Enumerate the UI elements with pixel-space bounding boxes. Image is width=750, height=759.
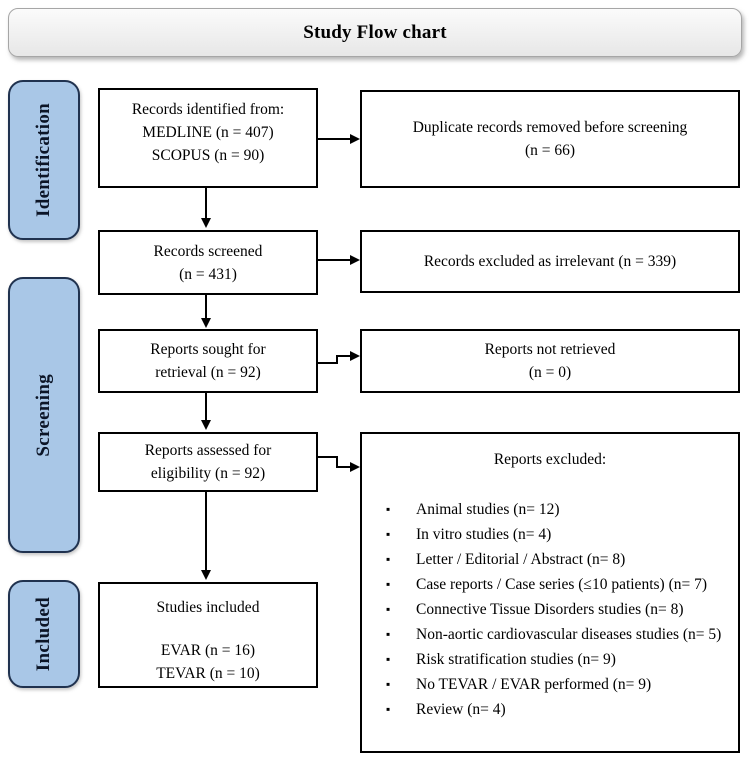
arrow-line [337, 466, 350, 468]
excluded-item-review: Review (n= 4) [376, 697, 724, 722]
stage-label-identification: Identification [8, 80, 80, 240]
stage-label-screening: Screening [8, 277, 80, 553]
arrow-line [317, 456, 338, 458]
arrow-head-down-icon [201, 570, 211, 580]
excluded-item-letter: Letter / Editorial / Abstract (n= 8) [376, 547, 724, 572]
reports-not-retrieved-line1: Reports not retrieved [484, 341, 616, 358]
box-reports-assessed: Reports assessed for eligibility (n = 92… [98, 432, 318, 492]
records-screened-line1: Records screened [153, 242, 263, 260]
reports-sought-line1: Reports sought for [150, 341, 266, 358]
arrow-head-right-icon [350, 351, 360, 361]
arrow-line [205, 295, 207, 319]
stage-label-screening-text: Screening [33, 373, 54, 457]
arrow-line [205, 188, 207, 219]
records-screened-line2: (n = 431) [179, 265, 237, 283]
title-banner: Study Flow chart [8, 8, 742, 57]
records-identified-line2: MEDLINE (n = 407) [142, 124, 274, 141]
arrow-head-right-icon [350, 462, 360, 472]
records-identified-line1: Records identified from: [131, 101, 285, 118]
arrow-line [205, 393, 207, 421]
arrow-line [317, 362, 338, 364]
records-identified-line3: SCOPUS (n = 90) [151, 147, 265, 164]
box-reports-not-retrieved: Reports not retrieved (n = 0) [360, 329, 740, 393]
studies-included-line1: Studies included [156, 599, 260, 616]
excluded-item-non-aortic: Non-aortic cardiovascular diseases studi… [376, 622, 724, 647]
page-title: Study Flow chart [303, 21, 447, 43]
box-records-screened: Records screened (n = 431) [98, 230, 318, 295]
reports-sought-line2: retrieval (n = 92) [155, 364, 261, 381]
stage-label-included: Included [8, 580, 80, 688]
arrow-line [317, 259, 350, 261]
records-excluded-irrelevant-line1: Records excluded as irrelevant (n = 339) [423, 253, 677, 270]
excluded-item-connective-tissue: Connective Tissue Disorders studies (n= … [376, 597, 724, 622]
reports-assessed-line1: Reports assessed for [144, 442, 272, 459]
reports-not-retrieved-line2: (n = 0) [528, 364, 572, 381]
arrow-line [336, 355, 338, 364]
arrow-head-down-icon [201, 318, 211, 328]
arrow-head-right-icon [350, 255, 360, 265]
arrow-line [317, 138, 350, 140]
box-duplicates-removed: Duplicate records removed before screeni… [360, 90, 740, 188]
stage-label-included-text: Included [33, 596, 54, 672]
box-reports-sought: Reports sought for retrieval (n = 92) [98, 329, 318, 393]
duplicates-removed-line2: (n = 66) [524, 142, 576, 159]
reports-assessed-line2: eligibility (n = 92) [150, 465, 266, 482]
arrow-head-down-icon [201, 420, 211, 430]
stage-label-identification-text: Identification [33, 103, 54, 217]
excluded-item-case-reports: Case reports / Case series (≤10 patients… [376, 572, 724, 597]
excluded-item-risk-stratification: Risk stratification studies (n= 9) [376, 647, 724, 672]
reports-excluded-list: Animal studies (n= 12) In vitro studies … [376, 497, 724, 722]
excluded-item-animal: Animal studies (n= 12) [376, 497, 724, 522]
excluded-item-no-tevar-evar: No TEVAR / EVAR performed (n= 9) [376, 672, 724, 697]
arrow-line [336, 457, 338, 468]
duplicates-removed-line1: Duplicate records removed before screeni… [412, 119, 688, 136]
arrow-line [337, 355, 350, 357]
arrow-head-down-icon [201, 218, 211, 228]
arrow-line [205, 492, 207, 571]
box-reports-excluded: Reports excluded: Animal studies (n= 12)… [360, 432, 740, 753]
excluded-item-invitro: In vitro studies (n= 4) [376, 522, 724, 547]
studies-included-line3: TEVAR (n = 10) [156, 665, 260, 682]
studies-included-line2: EVAR (n = 16) [160, 642, 256, 659]
box-records-identified: Records identified from: MEDLINE (n = 40… [98, 88, 318, 188]
box-records-excluded-irrelevant: Records excluded as irrelevant (n = 339) [360, 230, 740, 293]
arrow-head-right-icon [350, 134, 360, 144]
box-studies-included: Studies included EVAR (n = 16) TEVAR (n … [98, 582, 318, 688]
reports-excluded-header: Reports excluded: [493, 451, 607, 468]
